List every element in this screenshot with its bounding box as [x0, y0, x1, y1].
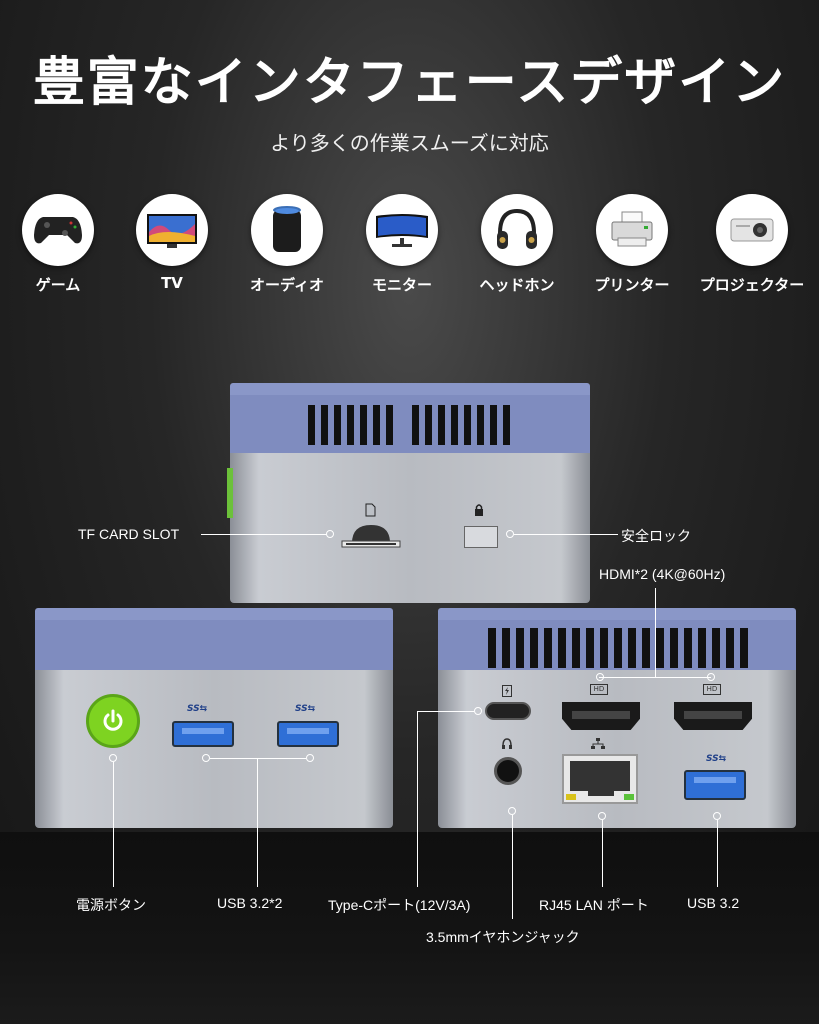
callout-audio-jack: 3.5mmイヤホンジャック	[426, 929, 580, 945]
device-lid	[230, 383, 590, 395]
device-lid	[438, 608, 796, 620]
usb-ss-mark: SS⇆	[295, 704, 316, 714]
mini-pc-rear-view: HD HD SS⇆	[438, 608, 796, 830]
vent-band	[230, 395, 590, 453]
power-button[interactable]	[86, 694, 140, 748]
side-accent	[227, 468, 233, 518]
callout-dot	[713, 812, 721, 820]
hd-tag: HD	[703, 684, 721, 695]
device-label: TV	[161, 274, 183, 292]
floor-surface	[0, 832, 819, 1024]
callout-tf-card-slot: TF CARD SLOT	[78, 526, 180, 542]
device-body	[35, 670, 393, 828]
callout-line	[201, 534, 327, 535]
usb-ss-mark: SS⇆	[706, 754, 727, 764]
lock-icon	[475, 504, 483, 516]
callout-dot	[202, 754, 210, 762]
callout-security-lock: 安全ロック	[621, 528, 691, 544]
callout-dot	[474, 707, 482, 715]
device-body	[438, 670, 796, 828]
projector-icon	[716, 194, 788, 266]
callout-dot	[596, 673, 604, 681]
usb-ss-mark: SS⇆	[187, 704, 208, 714]
device-label: プロジェクター	[699, 276, 805, 294]
printer-icon	[596, 194, 668, 266]
callout-line	[514, 534, 618, 535]
vent-band	[438, 620, 796, 670]
device-printer: プリンター	[572, 194, 692, 295]
callout-line	[417, 711, 474, 712]
device-tv: TV	[112, 194, 232, 292]
headphone-jack-icon	[502, 738, 512, 749]
callout-line	[602, 820, 603, 887]
hd-tag: HD	[590, 684, 608, 695]
device-label: ヘッドホン	[479, 276, 555, 294]
sd-card-icon	[365, 503, 376, 517]
device-label: ゲーム	[35, 276, 81, 294]
monitor-icon	[366, 194, 438, 266]
audio-jack[interactable]	[494, 757, 522, 785]
tv-icon	[136, 194, 208, 266]
hdmi-port-1[interactable]	[562, 702, 640, 730]
callout-line	[113, 762, 114, 887]
usb-port-1[interactable]	[172, 721, 234, 747]
security-lock-slot	[464, 526, 498, 548]
callout-power-button: 電源ボタン	[76, 897, 146, 913]
device-headphones: ヘッドホン	[457, 194, 577, 295]
device-body	[230, 453, 590, 603]
callout-usb-rear: USB 3.2	[687, 895, 740, 911]
mini-pc-front-view: SS⇆ SS⇆	[35, 608, 393, 830]
callout-line	[599, 677, 711, 678]
device-monitor: モニター	[342, 194, 462, 295]
callout-line	[717, 820, 718, 887]
rj45-port[interactable]	[562, 754, 638, 804]
callout-line	[655, 588, 656, 677]
device-game: ゲーム	[0, 194, 118, 295]
callout-line	[257, 758, 258, 887]
callout-usb-front: USB 3.2*2	[217, 895, 283, 911]
callout-dot	[306, 754, 314, 762]
usb-port-2[interactable]	[277, 721, 339, 747]
network-icon	[591, 738, 605, 749]
usb-port-rear[interactable]	[684, 770, 746, 800]
callout-dot	[506, 530, 514, 538]
type-c-port[interactable]	[485, 702, 531, 720]
headphones-icon	[481, 194, 553, 266]
callout-dot	[109, 754, 117, 762]
page-subtitle: より多くの作業スムーズに対応	[270, 131, 549, 155]
callout-type-c: Type-Cポート(12V/3A)	[328, 897, 471, 913]
callout-dot	[707, 673, 715, 681]
callout-dot	[598, 812, 606, 820]
callout-rj45: RJ45 LAN ポート	[539, 897, 649, 913]
callout-line	[417, 711, 418, 887]
device-projector: プロジェクター	[690, 194, 814, 295]
callout-hdmi: HDMI*2 (4K@60Hz)	[599, 566, 726, 582]
lightning-icon	[502, 685, 512, 697]
callout-dot	[326, 530, 334, 538]
callout-dot	[508, 807, 516, 815]
device-label: プリンター	[594, 276, 670, 294]
power-icon	[103, 709, 123, 731]
tf-card-slot	[341, 525, 401, 548]
callout-line	[512, 815, 513, 919]
device-lid	[35, 608, 393, 620]
mini-pc-side-view	[227, 383, 590, 605]
lid-band	[35, 620, 393, 670]
page-title: 豊富なインタフェースデザイン	[32, 53, 787, 113]
hdmi-port-2[interactable]	[674, 702, 752, 730]
speaker-icon	[251, 194, 323, 266]
device-label: モニター	[371, 276, 432, 294]
device-audio: オーディオ	[227, 194, 347, 295]
callout-line	[210, 758, 306, 759]
device-label: オーディオ	[250, 276, 324, 294]
gamepad-icon	[22, 194, 94, 266]
